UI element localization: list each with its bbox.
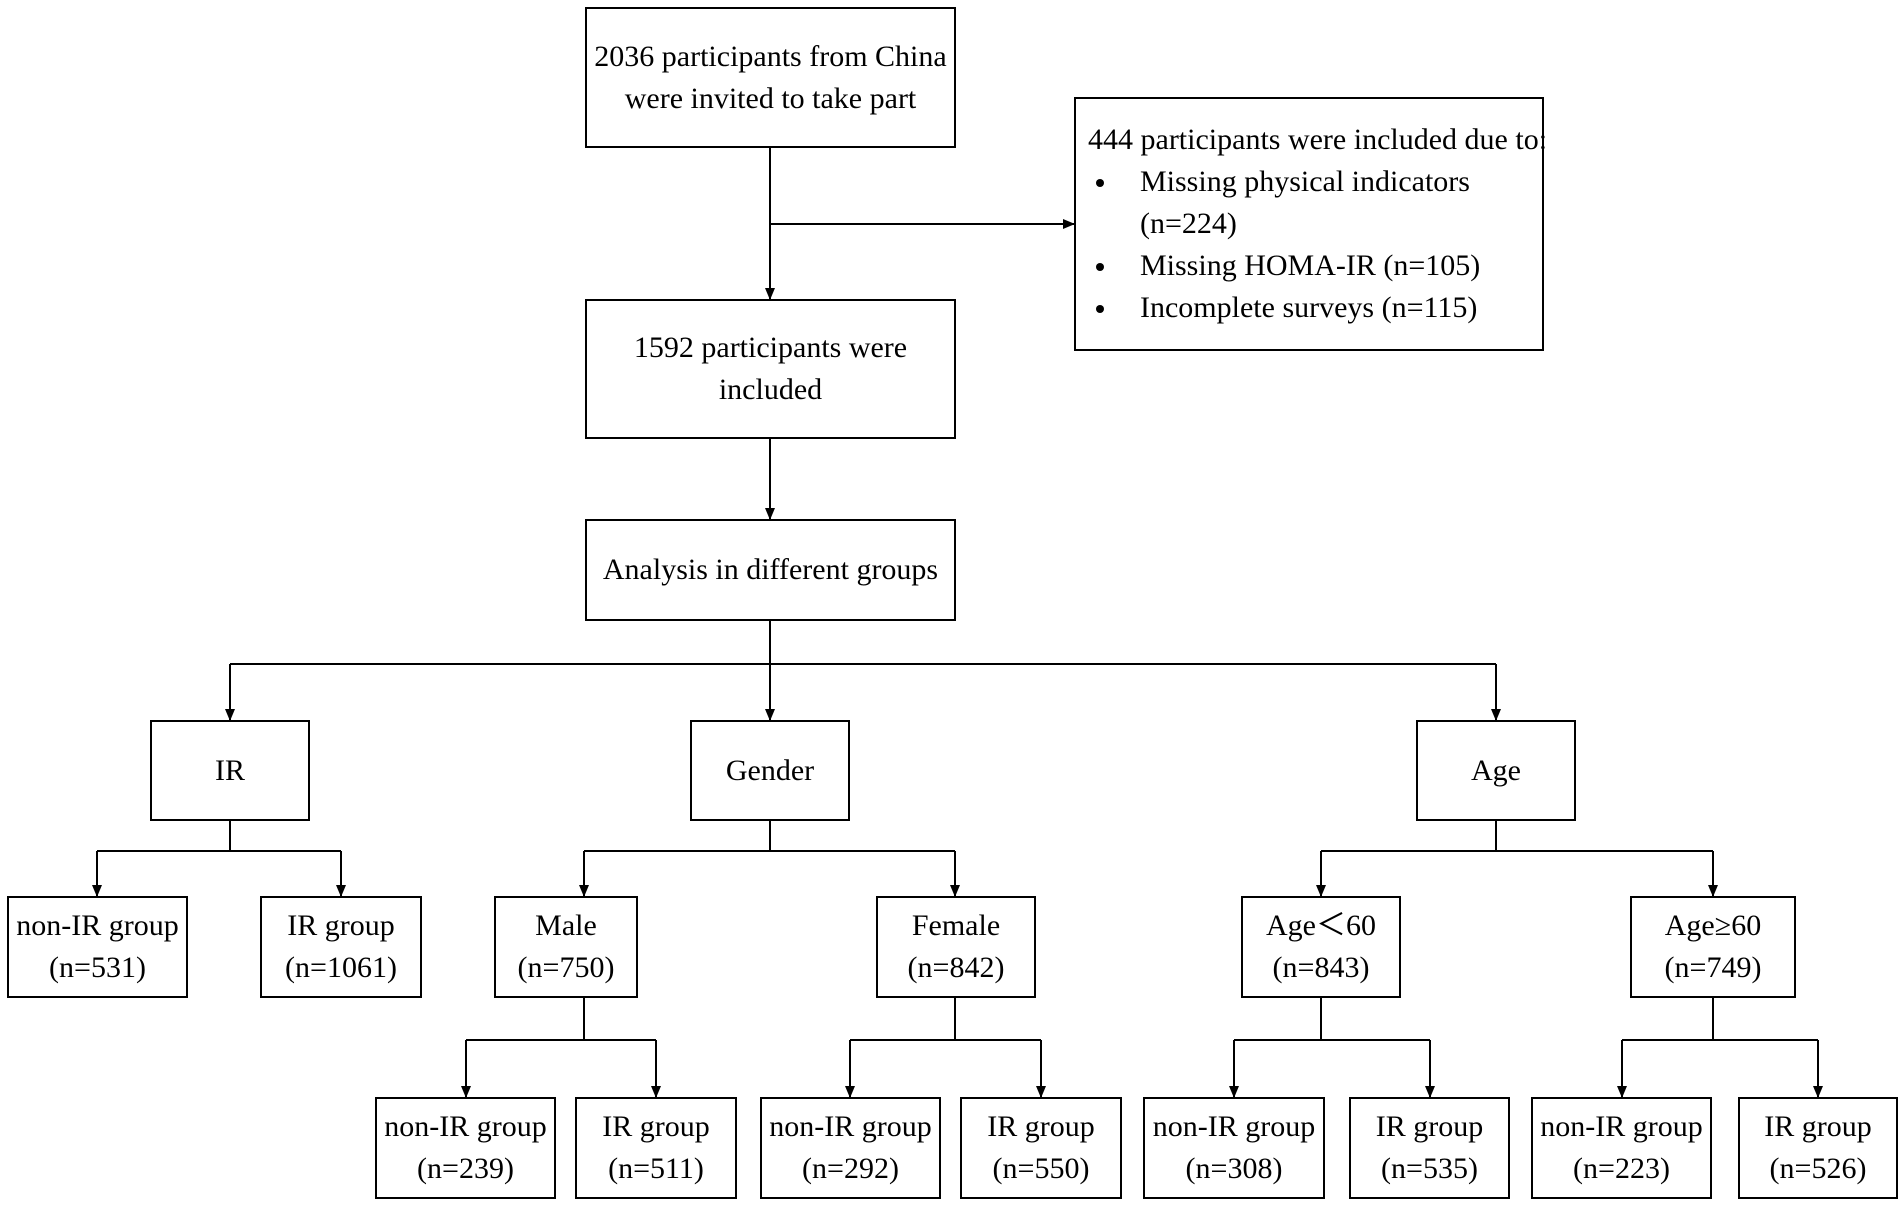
exclusion-item-text: Incomplete surveys (n=115) bbox=[1140, 291, 1478, 324]
male-box: Male (n=750) bbox=[494, 896, 638, 998]
age-lt-non-ir-box: non-IR group (n=308) bbox=[1143, 1097, 1325, 1199]
female-non-ir-box: non-IR group (n=292) bbox=[760, 1097, 941, 1199]
box-count: (n=749) bbox=[1664, 951, 1762, 984]
box-label: non-IR group bbox=[1152, 1110, 1316, 1143]
female-ir-box: IR group (n=550) bbox=[960, 1097, 1122, 1199]
age-lt-60-box: Age＜60 (n=843) bbox=[1241, 896, 1401, 998]
start-box: 2036 participants from China were invite… bbox=[585, 7, 956, 148]
exclusion-list: Missing physical indicators (n=224) Miss… bbox=[1088, 161, 1480, 329]
ir-non-ir-box: non-IR group (n=531) bbox=[7, 896, 188, 998]
female-box: Female (n=842) bbox=[876, 896, 1036, 998]
box-label: IR group bbox=[287, 909, 395, 942]
exclusion-title: 444 participants were included due to: bbox=[1088, 123, 1548, 156]
included-line-1: 1592 participants were bbox=[633, 331, 908, 364]
start-line-2: were invited to take part bbox=[624, 81, 917, 115]
box-count: (n=239) bbox=[417, 1152, 514, 1185]
age-ge-60-box: Age≥60 (n=749) bbox=[1630, 896, 1796, 998]
box-count: (n=308) bbox=[1185, 1152, 1283, 1185]
box-count: (n=292) bbox=[802, 1152, 899, 1185]
included-box: 1592 participants were included bbox=[585, 299, 956, 439]
exclusion-item: Incomplete surveys (n=115) bbox=[1088, 287, 1480, 329]
gender-group-label: Gender bbox=[725, 753, 815, 787]
box-label: non-IR group bbox=[16, 909, 179, 942]
exclusion-item-text: (n=224) bbox=[1140, 207, 1237, 240]
exclusion-item: Missing physical indicators (n=224) bbox=[1088, 161, 1480, 245]
exclusion-box: 444 participants were included due to: M… bbox=[1074, 97, 1548, 351]
box-label: Age≥60 bbox=[1664, 909, 1762, 942]
male-ir-box: IR group (n=511) bbox=[575, 1097, 737, 1199]
box-count: (n=223) bbox=[1573, 1152, 1670, 1185]
box-label: IR group bbox=[1764, 1110, 1872, 1143]
age-ge-ir-box: IR group (n=526) bbox=[1738, 1097, 1898, 1199]
analysis-label: Analysis in different groups bbox=[602, 553, 939, 586]
box-count: (n=750) bbox=[517, 951, 615, 984]
box-count: (n=535) bbox=[1381, 1152, 1478, 1185]
box-label: non-IR group bbox=[1540, 1110, 1703, 1143]
box-count: (n=1061) bbox=[285, 951, 397, 984]
box-label: Age＜60 bbox=[1266, 909, 1376, 942]
start-line-1: 2036 participants from China bbox=[594, 39, 947, 73]
age-ge-non-ir-box: non-IR group (n=223) bbox=[1531, 1097, 1712, 1199]
age-group-box: Age bbox=[1416, 720, 1576, 821]
box-label: non-IR group bbox=[384, 1110, 547, 1143]
exclusion-item: Missing HOMA-IR (n=105) bbox=[1088, 245, 1480, 287]
age-lt-ir-box: IR group (n=535) bbox=[1349, 1097, 1510, 1199]
box-count: (n=843) bbox=[1272, 951, 1370, 984]
ir-ir-box: IR group (n=1061) bbox=[260, 896, 422, 998]
ir-group-box: IR bbox=[150, 720, 310, 821]
box-label: IR group bbox=[987, 1110, 1095, 1143]
box-label: non-IR group bbox=[769, 1110, 932, 1143]
box-count: (n=511) bbox=[608, 1152, 704, 1185]
box-label: IR group bbox=[1375, 1110, 1484, 1143]
box-label: Female bbox=[911, 909, 1001, 942]
ir-group-label: IR bbox=[215, 753, 245, 787]
gender-group-box: Gender bbox=[690, 720, 850, 821]
analysis-box: Analysis in different groups bbox=[585, 519, 956, 621]
exclusion-item-text: Missing physical indicators bbox=[1140, 165, 1470, 198]
box-count: (n=550) bbox=[992, 1152, 1090, 1185]
age-group-label: Age bbox=[1471, 753, 1521, 787]
included-line-2: included bbox=[718, 373, 823, 406]
box-label: Male bbox=[535, 909, 597, 942]
box-count: (n=526) bbox=[1769, 1152, 1867, 1185]
exclusion-item-text: Missing HOMA-IR (n=105) bbox=[1140, 249, 1481, 282]
box-count: (n=842) bbox=[907, 951, 1005, 984]
box-count: (n=531) bbox=[49, 951, 146, 984]
box-label: IR group bbox=[602, 1110, 710, 1143]
male-non-ir-box: non-IR group (n=239) bbox=[375, 1097, 556, 1199]
